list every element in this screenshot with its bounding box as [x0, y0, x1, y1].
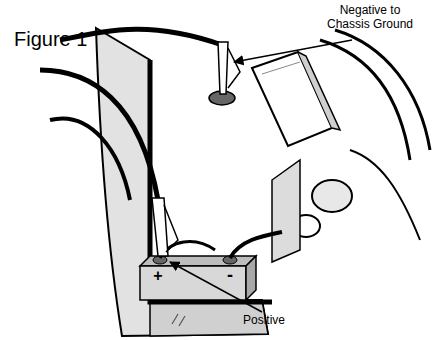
- leader-arrow: [170, 262, 262, 312]
- jumper-cable: [40, 70, 158, 200]
- leader-arrow: [234, 40, 352, 62]
- engine-block: [272, 160, 300, 262]
- callout-label: Negative to Chassis Ground: [318, 4, 422, 32]
- battery-side: [246, 256, 256, 300]
- air-filter-side: [298, 52, 340, 130]
- figure-number: Figure 1: [14, 28, 104, 51]
- battery-cable: [230, 232, 282, 258]
- clamp-jaw: [164, 205, 178, 252]
- battery-top: [140, 256, 256, 266]
- hose: [320, 40, 410, 160]
- terminal-sign: -: [222, 265, 238, 286]
- terminal-sign: +: [150, 267, 166, 285]
- jumper-cable: [50, 118, 130, 200]
- glare-mark: [172, 314, 185, 326]
- clamp-jaw: [228, 48, 240, 88]
- negative-clamp: [218, 42, 228, 94]
- pulley: [312, 180, 352, 212]
- hose: [335, 30, 430, 150]
- fender-panel: [96, 28, 268, 336]
- positive-clamp: [152, 198, 168, 256]
- callout-label: Positive: [232, 314, 296, 328]
- hose: [350, 150, 420, 240]
- air-filter-line: [262, 62, 300, 74]
